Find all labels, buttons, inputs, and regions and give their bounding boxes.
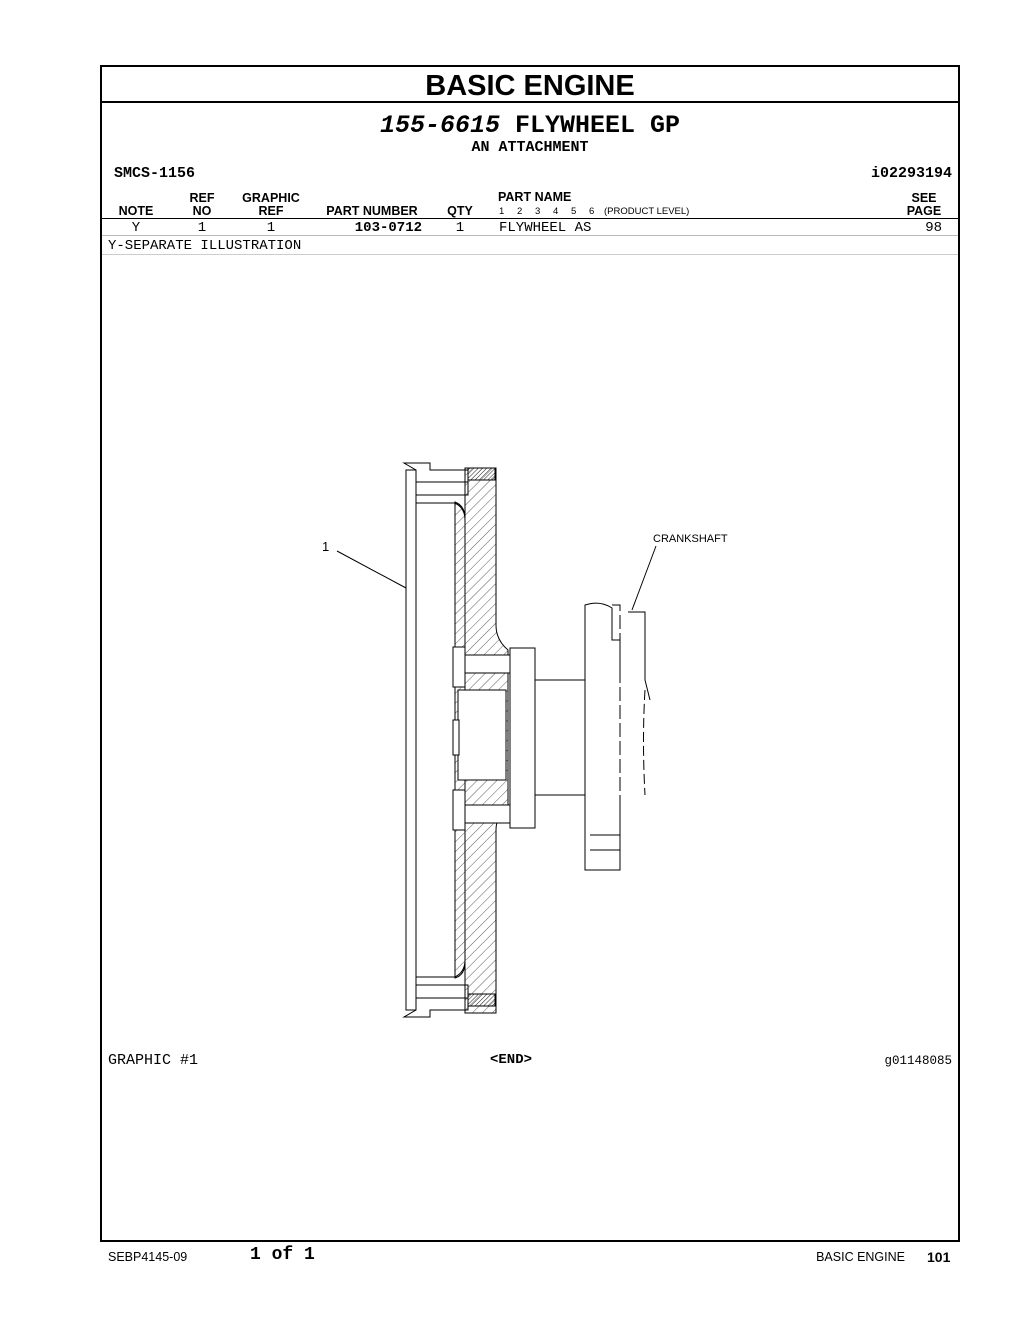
legend-rule	[102, 254, 958, 255]
row-ref-no: 1	[197, 220, 207, 236]
col-part-name: PART NAME	[498, 190, 572, 204]
row-see-page: 98	[925, 220, 942, 236]
row-part-name: FLYWHEEL AS	[499, 220, 592, 236]
product-level-1: 1	[499, 206, 505, 217]
crankshaft-label: CRANKSHAFT	[653, 533, 728, 545]
product-level-label: (PRODUCT LEVEL)	[604, 206, 690, 217]
product-level-6: 6	[589, 206, 595, 217]
attachment-subtitle: AN ATTACHMENT	[471, 139, 589, 156]
product-level-4: 4	[553, 206, 559, 217]
footer-doc-id: SEBP4145-09	[108, 1250, 188, 1264]
col-graphic-bottom: REF	[258, 204, 284, 218]
row-part-number: 103-0712	[354, 220, 422, 236]
callout-1: 1	[322, 539, 329, 554]
row-graphic-ref: 1	[266, 220, 276, 236]
section-title: BASIC ENGINE	[102, 67, 958, 103]
group-title: 155-6615 FLYWHEEL GP	[102, 111, 958, 141]
col-note: NOTE	[118, 204, 154, 218]
graphic-id: g01148085	[884, 1054, 952, 1068]
col-see-bottom: PAGE	[906, 204, 942, 218]
product-level-2: 2	[517, 206, 523, 217]
note-legend: Y-SEPARATE ILLUSTRATION	[108, 238, 302, 254]
group-part-number: 155-6615	[379, 111, 500, 140]
header-rule	[102, 218, 958, 219]
smcs-code: SMCS-1156	[114, 165, 196, 182]
row-rule	[102, 235, 958, 236]
col-ref-top: REF	[189, 191, 215, 205]
product-level-3: 3	[535, 206, 541, 217]
illustration-id: i02293194	[870, 165, 952, 182]
page-frame: BASIC ENGINE 155-6615 FLYWHEEL GP AN ATT…	[100, 65, 960, 1242]
col-part-number: PART NUMBER	[326, 204, 418, 218]
graphic-label: GRAPHIC #1	[108, 1052, 199, 1069]
col-graphic-top: GRAPHIC	[242, 191, 300, 205]
footer-page-number: 101	[927, 1249, 951, 1265]
col-see-top: SEE	[911, 191, 937, 205]
group-name: FLYWHEEL GP	[515, 111, 681, 140]
col-ref-bottom: NO	[192, 204, 212, 218]
footer-page-of: 1 of 1	[250, 1245, 315, 1265]
row-note: Y	[131, 220, 141, 236]
end-marker: <END>	[490, 1052, 533, 1068]
col-qty: QTY	[447, 204, 473, 218]
footer-section: BASIC ENGINE	[816, 1250, 905, 1264]
product-level-5: 5	[571, 206, 577, 217]
row-qty: 1	[455, 220, 465, 236]
